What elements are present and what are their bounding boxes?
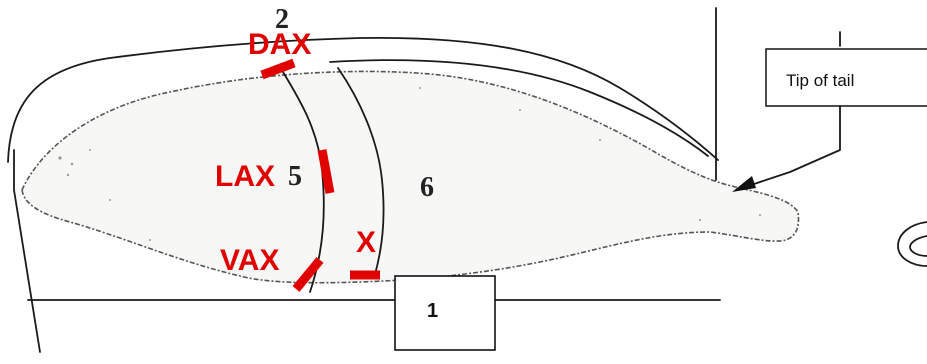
tip-of-tail-label: Tip of tail <box>786 71 854 90</box>
fish-body-outline <box>21 70 800 284</box>
lax-label: LAX <box>215 160 275 193</box>
dax-marker <box>260 58 296 80</box>
region-number-6: 6 <box>420 172 434 203</box>
partial-figure-right-inner <box>909 235 927 257</box>
box-1 <box>394 275 496 351</box>
partial-figure-right <box>897 221 927 267</box>
x-label: X <box>356 226 376 259</box>
dax-label: DAX <box>248 28 311 61</box>
tail-arrow-head <box>732 176 756 192</box>
red-markers <box>260 58 380 292</box>
lax-marker <box>317 149 335 194</box>
cut-line-2 <box>337 67 385 279</box>
tail-arrow-line <box>741 31 841 189</box>
box-1-label: 1 <box>427 300 438 322</box>
vax-marker <box>292 257 324 292</box>
left-vertical-line <box>13 149 41 353</box>
dorsal-arc-outer <box>7 36 719 163</box>
tip-of-tail-box <box>765 48 927 107</box>
dorsal-arc-inner <box>329 59 709 157</box>
region-number-5: 5 <box>288 161 302 192</box>
region-number-2: 2 <box>275 4 289 35</box>
body-stipple <box>58 87 761 241</box>
vax-label: VAX <box>220 244 279 277</box>
